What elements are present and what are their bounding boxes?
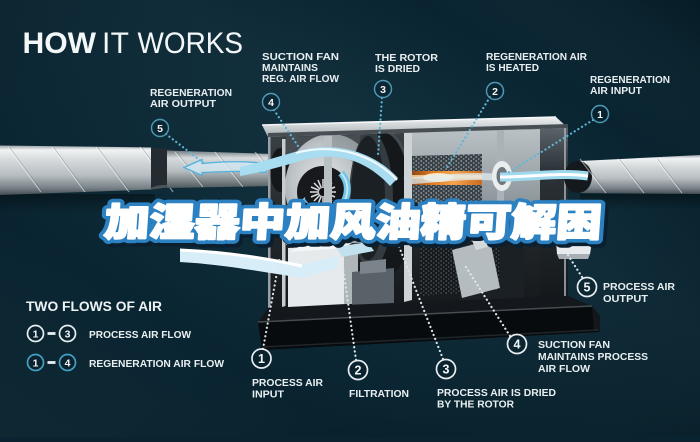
svg-text:4: 4 [65, 357, 71, 369]
svg-text:REGENERATION AIR FLOW: REGENERATION AIR FLOW [89, 358, 224, 370]
svg-text:TWO FLOWS OF AIR: TWO FLOWS OF AIR [26, 299, 162, 314]
svg-text:THE ROTOR: THE ROTOR [375, 53, 439, 64]
svg-text:INPUT: INPUT [252, 389, 285, 401]
svg-text:PROCESS AIR FLOW: PROCESS AIR FLOW [89, 329, 191, 341]
svg-text:5: 5 [157, 123, 163, 135]
svg-text:PROCESS AIR: PROCESS AIR [603, 281, 675, 293]
svg-text:REGENERATION: REGENERATION [150, 88, 232, 99]
svg-text:3: 3 [380, 84, 386, 96]
svg-text:OUTPUT: OUTPUT [603, 293, 649, 305]
svg-text:IS HEATED: IS HEATED [486, 63, 539, 74]
svg-text:2: 2 [492, 86, 498, 98]
svg-text:PROCESS AIR: PROCESS AIR [252, 377, 323, 389]
svg-text:AIR INPUT: AIR INPUT [590, 86, 642, 97]
svg-text:MAINTAINS PROCESS: MAINTAINS PROCESS [538, 351, 648, 363]
svg-text:HOW: HOW [23, 27, 97, 60]
svg-text:PROCESS AIR IS DRIED: PROCESS AIR IS DRIED [437, 387, 556, 399]
svg-text:3: 3 [443, 363, 450, 377]
svg-text:IT: IT [102, 27, 129, 60]
svg-text:REGENERATION AIR: REGENERATION AIR [486, 52, 588, 63]
svg-text:FILTRATION: FILTRATION [349, 388, 409, 400]
svg-text:IS DRIED: IS DRIED [375, 64, 420, 75]
svg-text:SUCTION FAN: SUCTION FAN [538, 339, 610, 351]
svg-text:2: 2 [355, 364, 362, 378]
svg-text:REG. AIR FLOW: REG. AIR FLOW [262, 74, 340, 85]
svg-text:WORKS: WORKS [138, 27, 244, 60]
svg-text:4: 4 [514, 338, 521, 352]
svg-text:AIR OUTPUT: AIR OUTPUT [150, 99, 216, 110]
svg-text:1: 1 [33, 357, 39, 369]
svg-text:MAINTAINS: MAINTAINS [262, 63, 318, 74]
svg-text:5: 5 [584, 281, 591, 295]
svg-text:BY THE ROTOR: BY THE ROTOR [437, 399, 514, 411]
svg-text:1: 1 [33, 328, 39, 340]
svg-text:AIR FLOW: AIR FLOW [538, 363, 590, 375]
svg-text:4: 4 [268, 97, 274, 109]
svg-text:3: 3 [65, 328, 71, 340]
svg-text:1: 1 [597, 109, 603, 121]
svg-text:SUCTION FAN: SUCTION FAN [262, 52, 339, 63]
svg-text:REGENERATION: REGENERATION [590, 75, 670, 86]
svg-text:1: 1 [258, 352, 265, 366]
